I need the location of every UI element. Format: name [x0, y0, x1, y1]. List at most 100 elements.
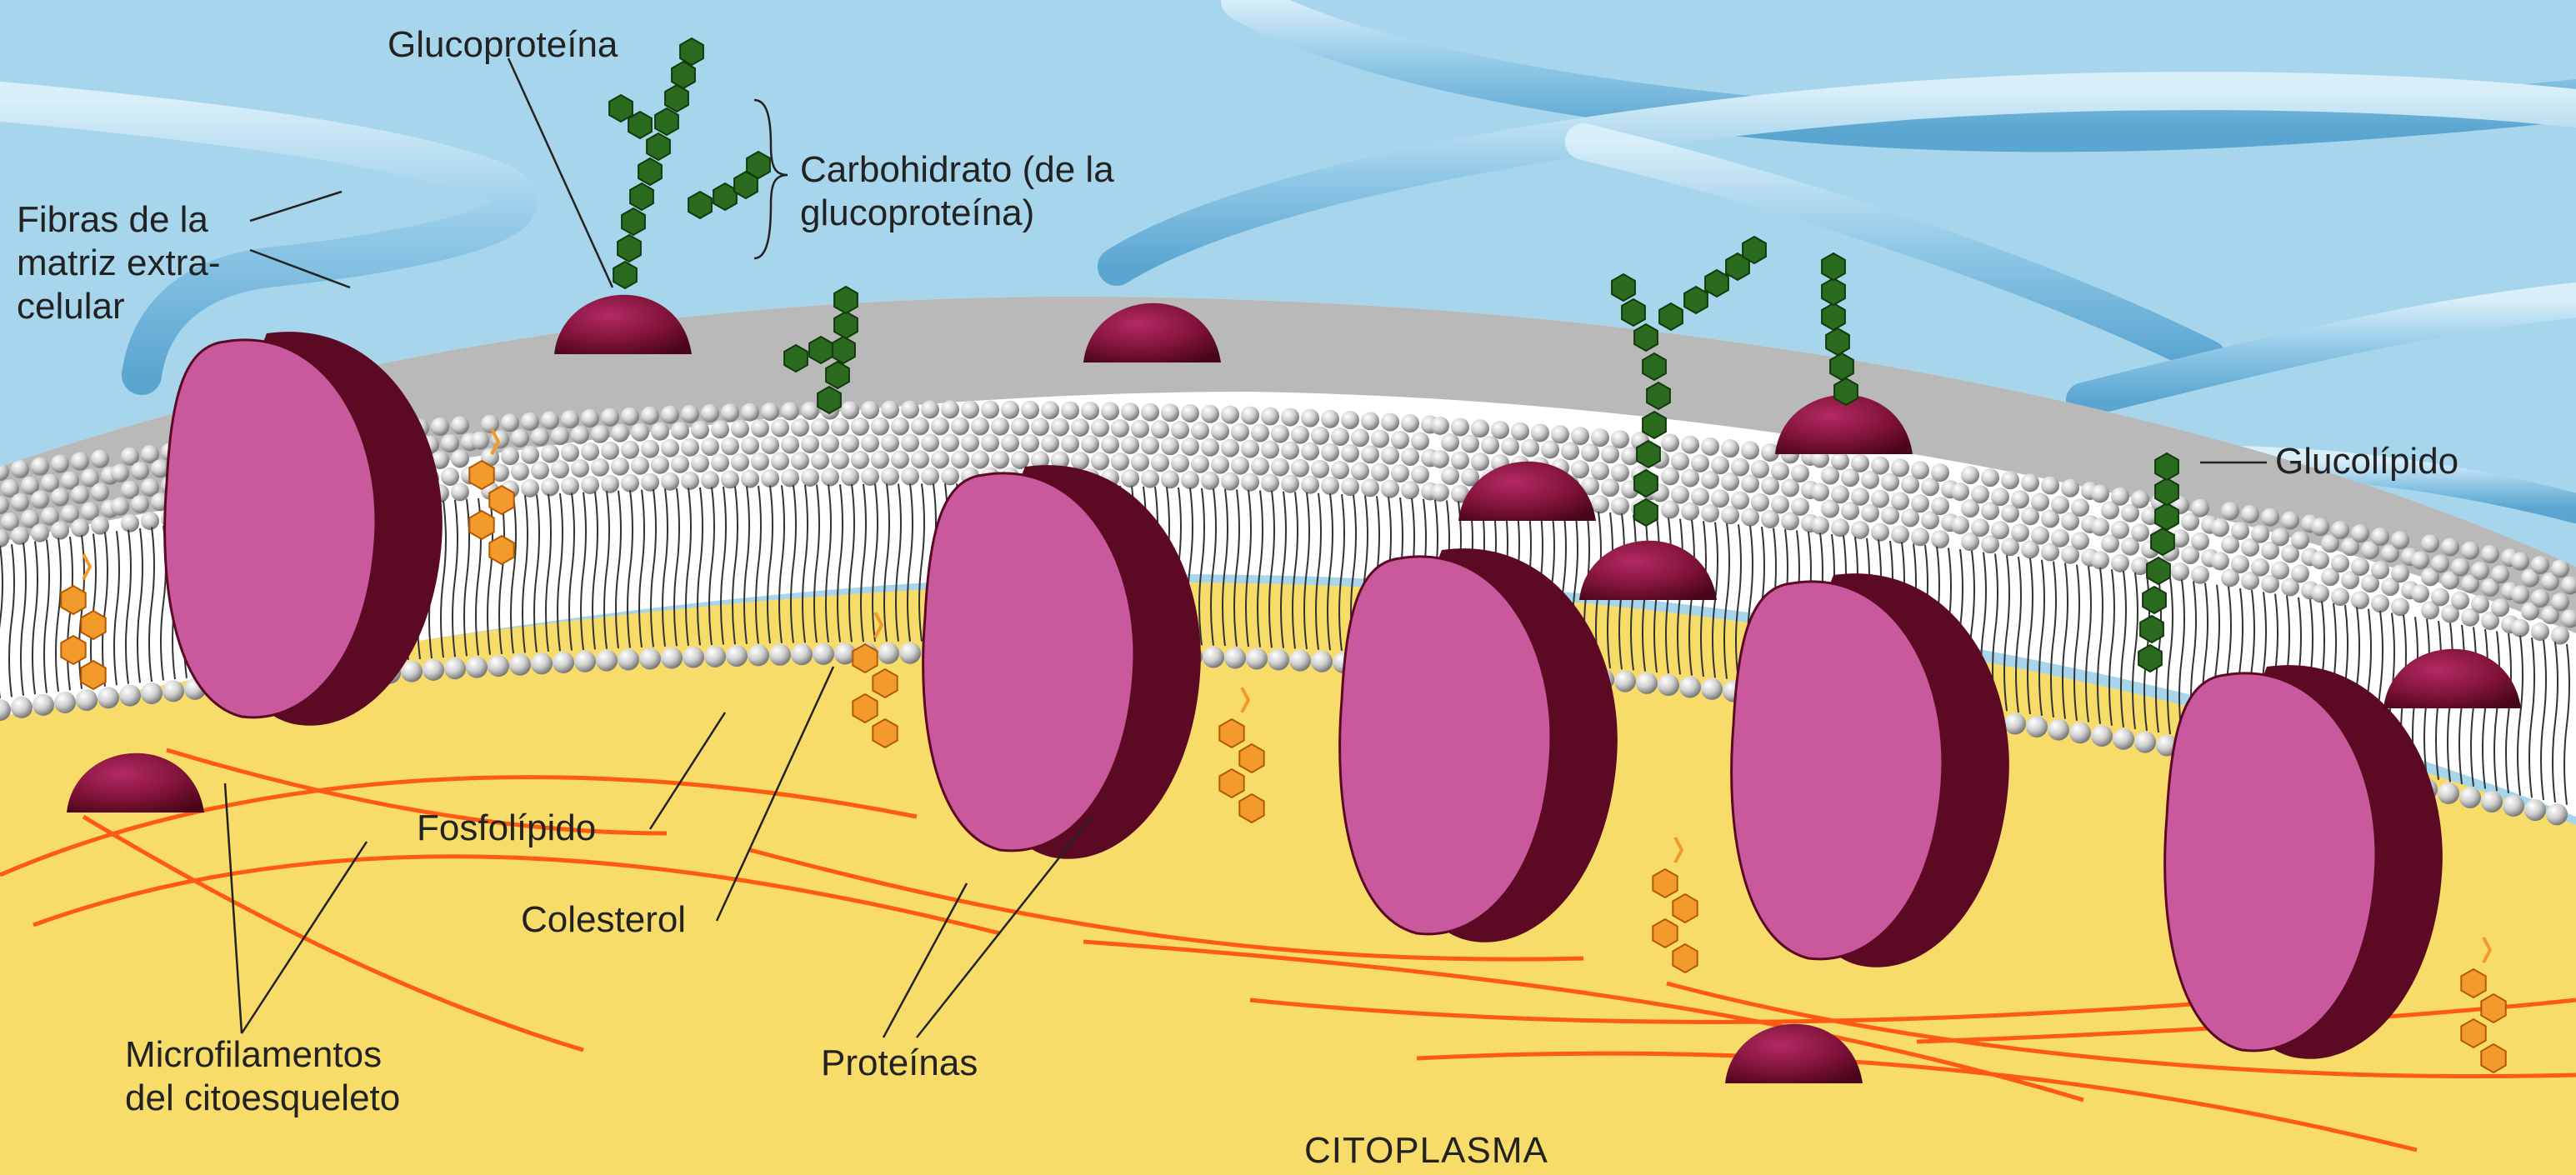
head-dot	[851, 418, 869, 436]
head-dot	[801, 402, 819, 420]
head-dot	[1141, 403, 1159, 422]
head-dot	[2071, 498, 2089, 517]
head-dot	[2031, 527, 2049, 545]
inner-head-dot	[2438, 782, 2459, 804]
inner-head-dot	[878, 642, 899, 664]
inner-head-dot	[2048, 719, 2069, 741]
head-dot	[1311, 427, 1329, 445]
head-dot	[741, 470, 759, 488]
head-dot	[2281, 512, 2299, 530]
head-dot	[1751, 493, 1769, 512]
head-dot	[1081, 402, 1099, 420]
head-dot	[731, 453, 749, 472]
head-dot	[901, 401, 919, 419]
head-dot	[941, 467, 959, 485]
head-dot	[591, 425, 609, 443]
head-dot	[731, 420, 749, 438]
inner-head-dot	[509, 654, 531, 676]
head-dot	[2461, 542, 2479, 560]
head-dot	[1851, 488, 1869, 506]
inner-head-dot	[98, 687, 119, 708]
head-dot	[531, 461, 549, 479]
head-dot	[51, 455, 69, 473]
head-dot	[891, 451, 909, 469]
head-dot	[441, 468, 459, 486]
head-dot	[1591, 428, 1609, 447]
head-dot	[1601, 445, 1619, 463]
head-dot	[781, 468, 799, 487]
head-dot	[1721, 439, 1739, 458]
head-dot	[1401, 414, 1419, 432]
head-dot	[1441, 433, 1459, 452]
head-dot	[1101, 435, 1119, 453]
head-dot	[1381, 480, 1399, 498]
head-dot	[2371, 561, 2389, 579]
head-dot	[601, 475, 619, 493]
head-dot	[851, 451, 869, 469]
head-dot	[2251, 558, 2269, 577]
head-dot	[2311, 551, 2329, 569]
head-dot	[841, 434, 859, 452]
head-dot	[951, 417, 969, 435]
label-fibras-line2: matriz extra-	[17, 242, 220, 285]
integral-protein-2	[923, 465, 1201, 859]
label-glucolipido: Glucolípido	[2275, 440, 2458, 483]
head-dot	[2291, 564, 2309, 582]
head-dot	[1571, 460, 1589, 478]
head-dot	[671, 422, 689, 440]
inner-head-dot	[2026, 716, 2048, 738]
head-dot	[841, 468, 859, 486]
head-dot	[1121, 469, 1139, 488]
head-dot	[1211, 422, 1229, 441]
head-dot	[981, 401, 999, 419]
head-dot	[1281, 475, 1299, 493]
head-dot	[791, 452, 809, 470]
head-dot	[2371, 594, 2389, 612]
head-dot	[1331, 461, 1349, 479]
head-dot	[541, 444, 559, 462]
head-dot	[941, 400, 959, 418]
head-dot	[1991, 521, 2009, 539]
head-dot	[1341, 411, 1359, 429]
head-dot	[11, 460, 29, 478]
inner-head-dot	[2069, 722, 2091, 743]
integral-protein-5	[2165, 665, 2443, 1059]
head-dot	[1431, 483, 1449, 502]
head-dot	[2471, 595, 2489, 613]
head-dot	[1001, 434, 1019, 452]
head-dot	[1931, 497, 1949, 515]
head-dot	[2291, 531, 2309, 549]
head-dot	[721, 437, 739, 455]
head-dot	[441, 434, 459, 452]
head-dot	[571, 459, 589, 478]
head-dot	[1131, 420, 1149, 438]
head-dot	[1181, 438, 1199, 456]
head-dot	[741, 403, 759, 422]
head-dot	[1331, 428, 1349, 446]
head-dot	[1281, 408, 1299, 427]
head-dot	[31, 491, 49, 509]
head-dot	[1191, 455, 1209, 473]
head-dot	[111, 464, 129, 482]
head-dot	[761, 469, 779, 488]
head-dot	[2471, 562, 2489, 580]
inner-head-dot	[813, 643, 834, 665]
head-dot	[891, 418, 909, 436]
label-carbohidrato-line1: Carbohidrato (de la	[800, 148, 1114, 192]
head-dot	[1891, 525, 1909, 543]
head-dot	[71, 486, 89, 504]
head-dot	[1091, 418, 1109, 437]
head-dot	[721, 470, 739, 488]
head-dot	[551, 427, 569, 445]
head-dot	[2551, 626, 2569, 644]
head-dot	[1301, 476, 1319, 494]
inner-head-dot	[2134, 732, 2156, 753]
head-dot	[131, 462, 149, 480]
head-dot	[11, 493, 29, 512]
head-dot	[1101, 402, 1119, 420]
head-dot	[1411, 432, 1429, 450]
head-dot	[821, 468, 839, 487]
head-dot	[981, 434, 999, 452]
head-dot	[621, 474, 639, 492]
head-dot	[1481, 436, 1499, 454]
